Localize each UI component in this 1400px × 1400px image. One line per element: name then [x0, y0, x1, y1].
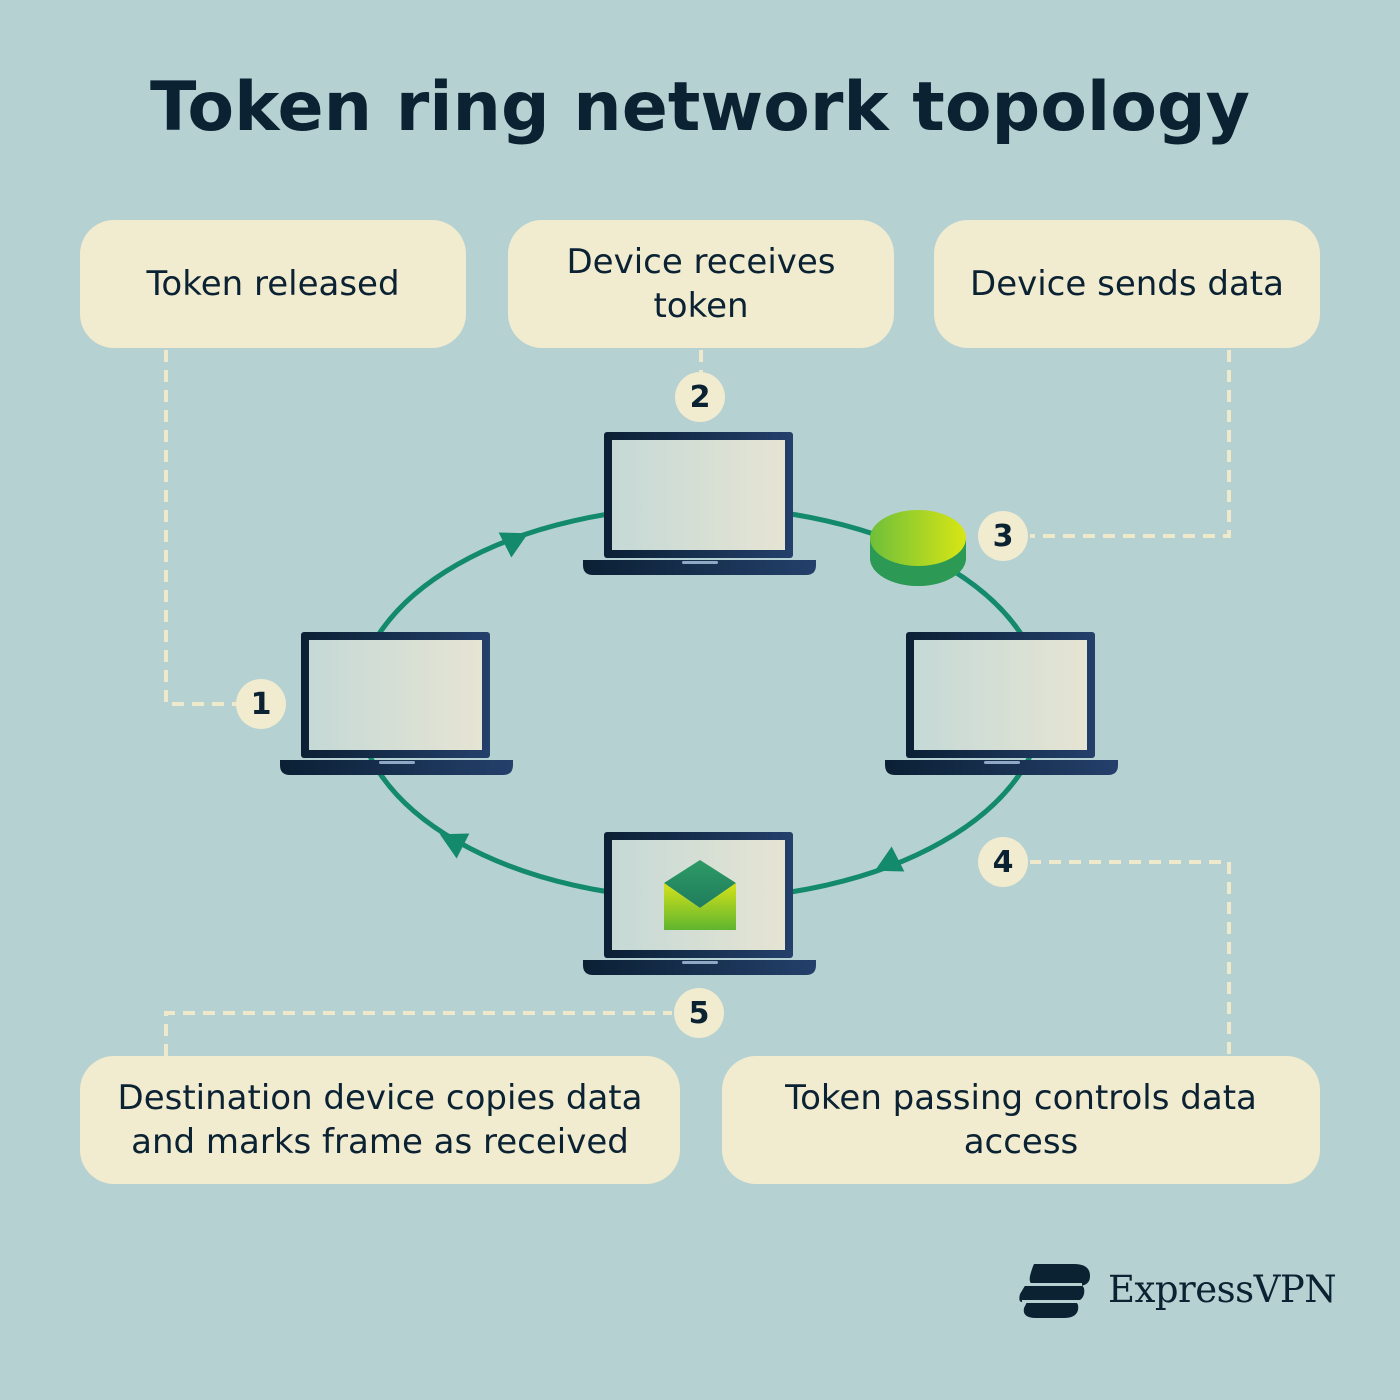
step-label-1: Token released — [146, 264, 400, 304]
token-disc-icon — [870, 510, 966, 586]
step-label-4: Token passing controls data access — [785, 1078, 1257, 1162]
step-box-4: Token passing controls data access — [722, 1056, 1320, 1184]
laptop-icon — [583, 432, 816, 575]
step-label-3: Device sends data — [970, 264, 1284, 304]
step-label-2: Device receives token — [566, 242, 836, 326]
step-box-1: Token released — [80, 220, 466, 348]
brand-name: ExpressVPN — [1108, 1268, 1337, 1311]
step-label-5: Destination device copies data and marks… — [117, 1078, 643, 1162]
step-number-4: 4 — [978, 837, 1028, 887]
expressvpn-logo-icon — [1019, 1264, 1090, 1318]
ring-arrow-top-left — [498, 532, 529, 558]
connector-4 — [1030, 860, 1231, 1054]
step-number-1: 1 — [236, 679, 286, 729]
step-box-5: Destination device copies data and marks… — [80, 1056, 680, 1184]
ring-arrow-bottom-left — [439, 833, 470, 859]
page-title: Token ring network topology — [150, 68, 1250, 147]
step-number-5: 5 — [674, 988, 724, 1038]
connector-5 — [164, 1011, 672, 1056]
laptop-icon — [885, 632, 1118, 775]
connector-lines — [164, 350, 1231, 1056]
step-box-3: Device sends data — [934, 220, 1320, 348]
step-box-2: Device receives token — [508, 220, 894, 348]
ring-arrow-bottom-right — [874, 846, 905, 872]
laptop-icon — [280, 632, 513, 775]
envelope-icon — [664, 860, 736, 930]
step-number-3: 3 — [978, 511, 1028, 561]
step-number-2: 2 — [675, 372, 725, 422]
connector-1 — [164, 350, 236, 706]
connector-3 — [1030, 350, 1231, 538]
